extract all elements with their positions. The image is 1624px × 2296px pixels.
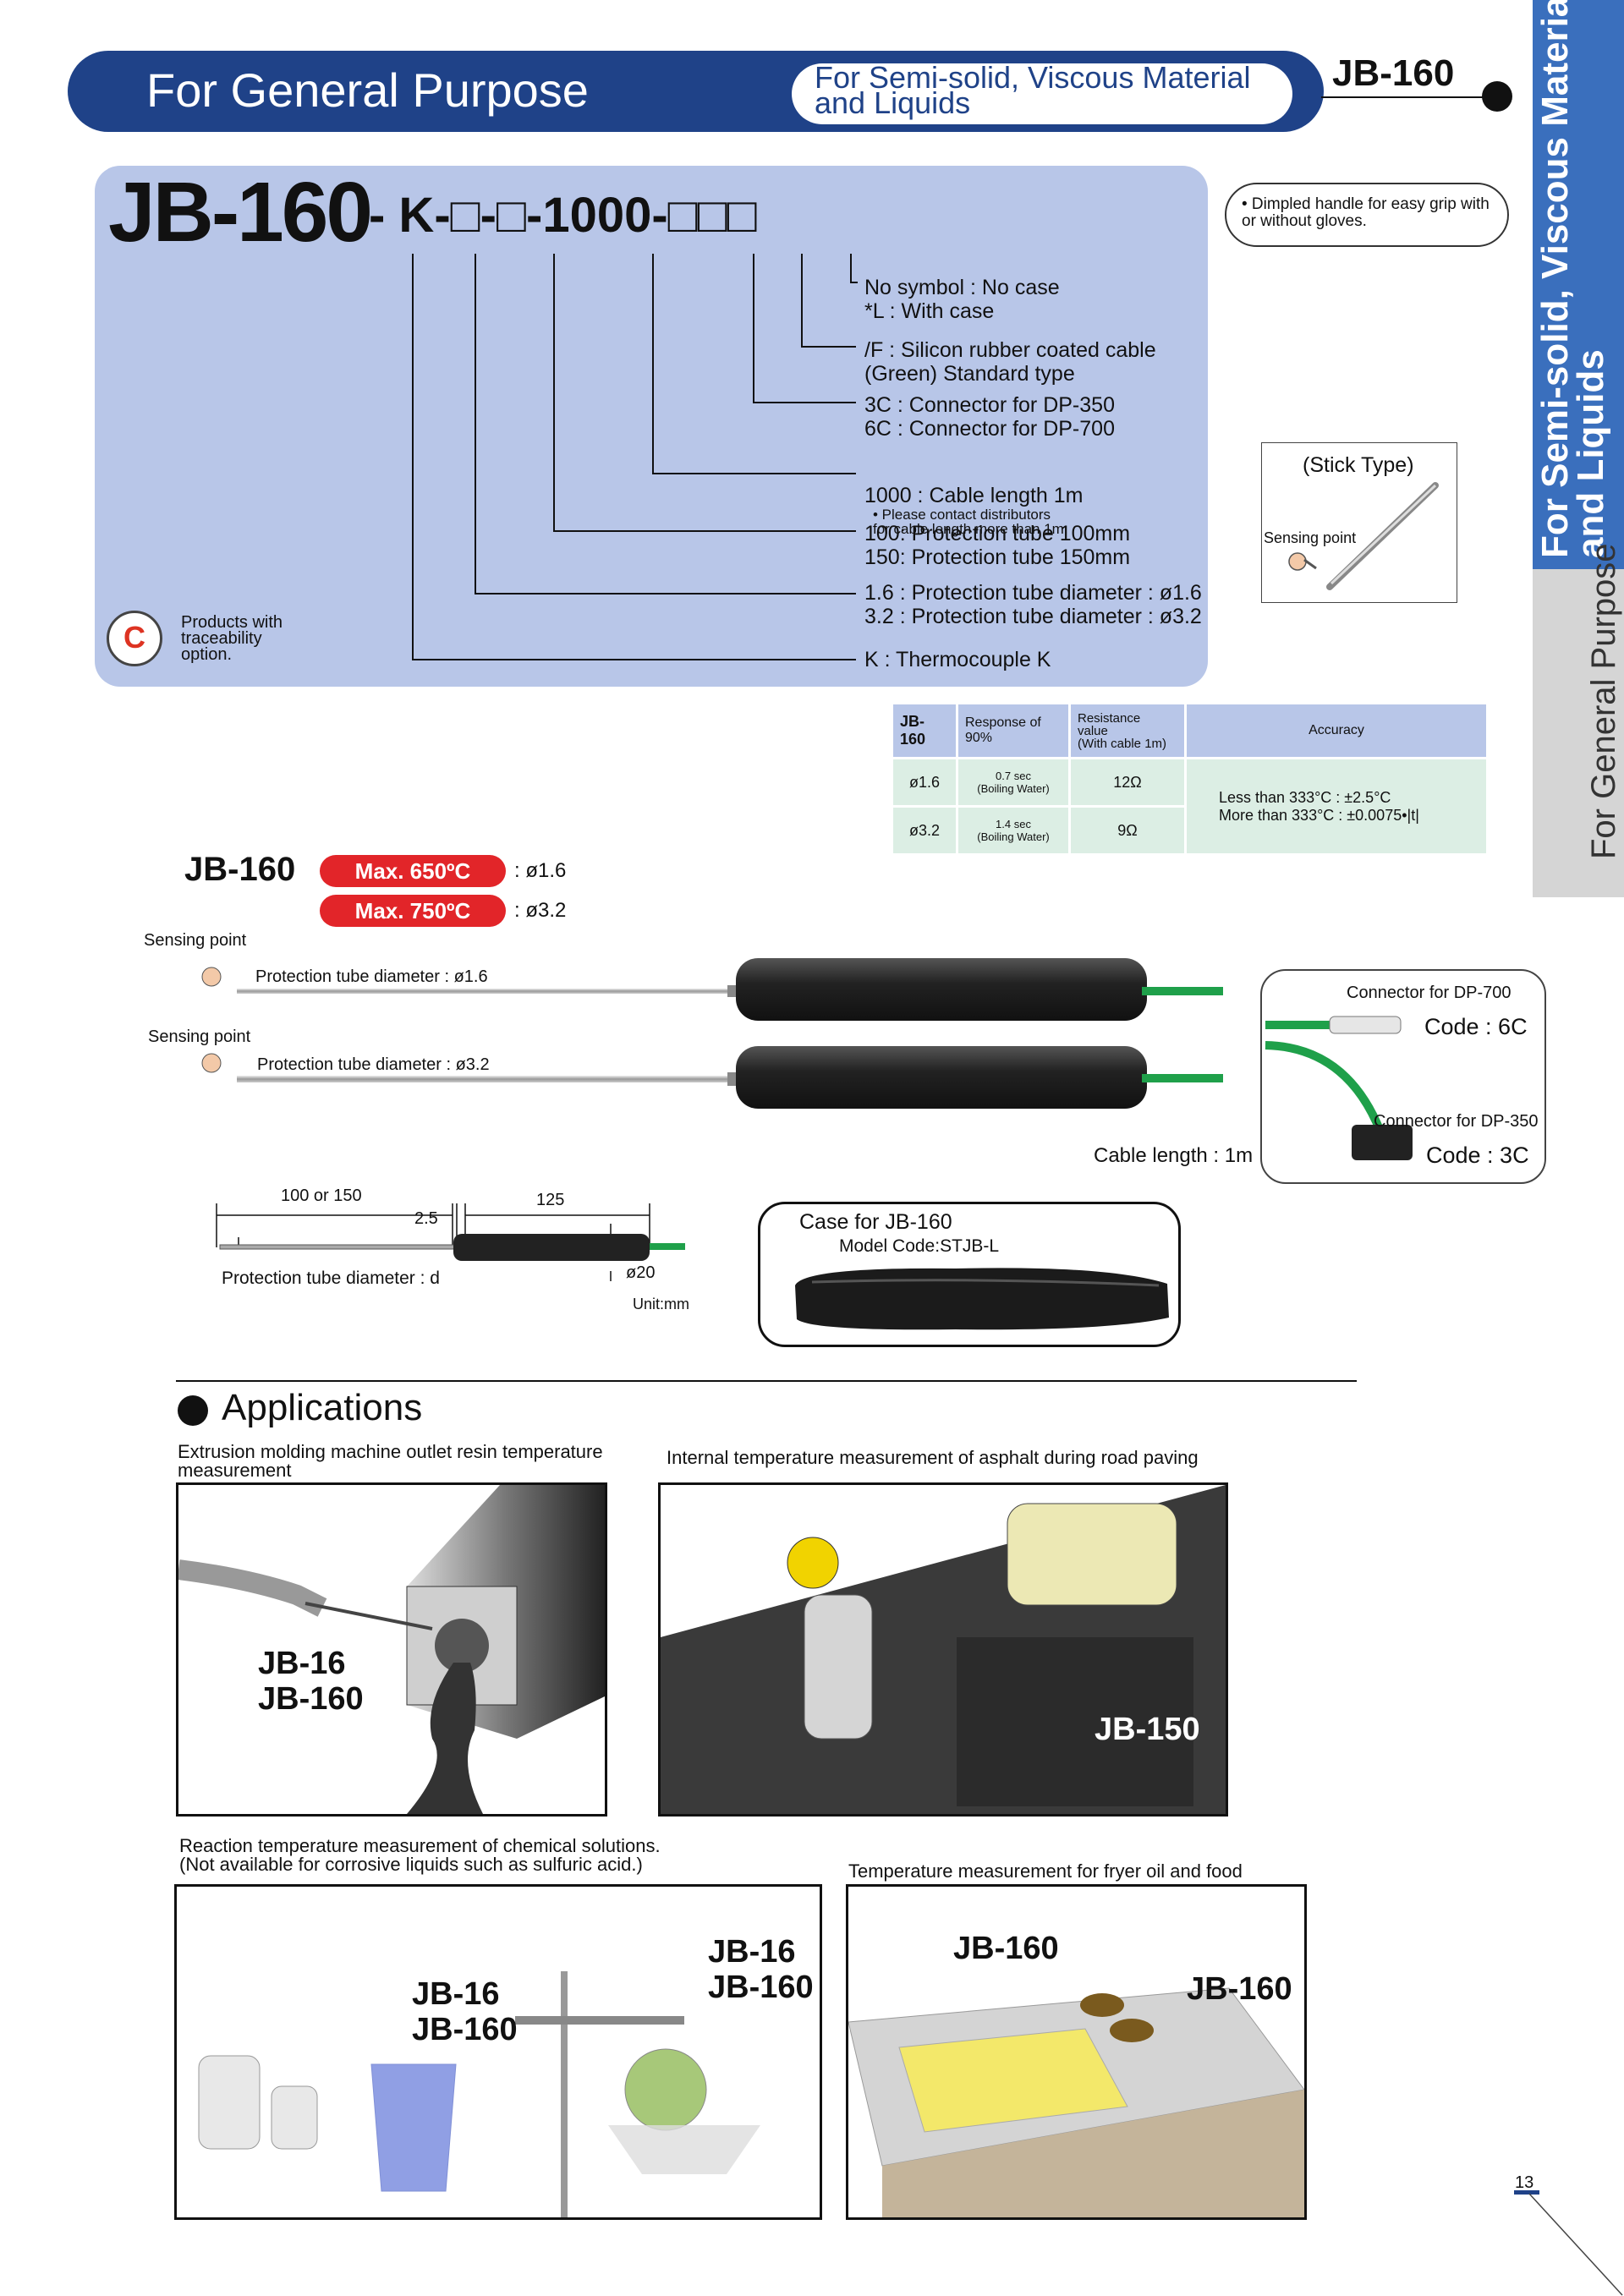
probe-2 [201, 1046, 1223, 1109]
stick-type-label: (Stick Type) [1303, 453, 1414, 477]
option-cable-length: 1000 : Cable length 1m • Please contact … [864, 460, 1084, 560]
app-image-fryer: JB-160 JB-160 [846, 1884, 1307, 2220]
connector-code-3c: Code : 3C [1426, 1143, 1529, 1168]
product-model: JB-160 [184, 851, 296, 888]
feature-note: • Dimpled handle for easy grip with or w… [1225, 183, 1509, 247]
spec-table: JB-160 Response of 90% Resistance value … [891, 702, 1489, 856]
model-code-base: JB-160 [108, 165, 373, 260]
app-image-chemical: JB-16 JB-160 JB-16 JB-160 [174, 1884, 822, 2220]
sensing-point-label: Sensing point [148, 1027, 251, 1046]
dimension-handle-length: 125 [536, 1191, 565, 1209]
page-title: For General Purpose [146, 63, 589, 117]
case-model-code: Model Code:STJB-L [839, 1236, 1000, 1256]
table-cell-response: 1.4 sec (Boiling Water) [958, 808, 1068, 853]
applications-title: Applications [222, 1387, 423, 1428]
chemical-illustration [198, 1971, 760, 2217]
side-tab-general-label: For General Purpose [1585, 543, 1622, 859]
side-tab-general[interactable] [1533, 569, 1624, 897]
table-cell-response: 0.7 sec (Boiling Water) [958, 759, 1068, 805]
table-row: ø3.2 1.4 sec (Boiling Water) 9Ω [893, 808, 1486, 853]
table-cell-resistance: 9Ω [1071, 808, 1184, 853]
option-cable-length-text: 1000 : Cable length 1m [864, 484, 1084, 507]
table-header-accuracy: Accuracy [1187, 704, 1486, 757]
table-row: ø1.6 0.7 sec (Boiling Water) 12Ω Less th… [893, 759, 1486, 853]
option-cable-length-note: • Please contact distributors for cable … [873, 507, 1068, 537]
app-caption-chemical: Reaction temperature measurement of chem… [179, 1835, 661, 1875]
applications-bullet-icon [178, 1395, 208, 1426]
table-header-model: JB-160 [893, 704, 956, 757]
case-title: Case for JB-160 [799, 1210, 952, 1234]
page-number: 13 [1515, 2173, 1534, 2192]
fryer-illustration [848, 1987, 1304, 2217]
tag-underline [1321, 96, 1490, 98]
table-header-row: JB-160 Response of 90% Resistance value … [893, 704, 1486, 757]
side-tab-semisolid[interactable] [1533, 0, 1624, 569]
app-label: JB-150 [1095, 1712, 1200, 1747]
case-image [795, 1268, 1169, 1330]
connector-illustration [1265, 1016, 1413, 1160]
tag-bullet-icon [1482, 81, 1512, 112]
app-caption-extrusion: Extrusion molding machine outlet resin t… [178, 1441, 603, 1481]
max-temp-size: : ø1.6 [514, 859, 567, 882]
dimension-diameter-label: Protection tube diameter : d [222, 1269, 440, 1288]
dimension-handle-diameter: ø20 [626, 1263, 656, 1282]
dimension-drawing [216, 1203, 685, 1281]
app-label: JB-16 JB-160 [708, 1934, 814, 2005]
table-cell-accuracy: Less than 333°C : ±2.5°C More than 333°C… [1187, 759, 1486, 853]
stick-sensing-label: Sensing point [1264, 529, 1357, 546]
table-cell-size: ø1.6 [893, 759, 956, 805]
option-tube-length: 100: Protection tube 100mm 150: Protecti… [864, 522, 1131, 569]
side-tab-semisolid-label: For Semi-solid, Viscous Material and Liq… [1534, 0, 1611, 558]
max-temp-badge: Max. 650ºC [320, 855, 506, 887]
model-tag: JB-160 [1332, 52, 1455, 94]
traceability-text: Products with traceability option. [181, 613, 283, 664]
table-cell-resistance: 12Ω [1071, 759, 1184, 805]
asphalt-illustration [661, 1485, 1226, 1814]
option-connector: 3C : Connector for DP-350 6C : Connector… [864, 393, 1115, 441]
stick-probe-icon [1288, 482, 1439, 590]
page-corner-line [1514, 2190, 1623, 2296]
probe-label: Protection tube diameter : ø3.2 [257, 1055, 490, 1074]
case-box [758, 1202, 1181, 1347]
app-label: JB-16 JB-160 [412, 1976, 518, 2047]
model-code-suffix: - K-□-□-1000-□□□ [369, 188, 757, 243]
app-image-extrusion: JB-16 JB-160 [176, 1482, 607, 1817]
connector-code-6c: Code : 6C [1424, 1014, 1528, 1039]
connector-dp350-label: Connector for DP-350 [1374, 1112, 1539, 1131]
option-thermocouple: K : Thermocouple K [864, 648, 1051, 671]
model-code-panel [95, 166, 1208, 687]
applications-rule [176, 1380, 1357, 1382]
table-header-resistance: Resistance value (With cable 1m) [1071, 704, 1184, 757]
extrusion-illustration [178, 1485, 605, 1814]
max-temp-badge: Max. 750ºC [320, 895, 506, 927]
dimension-length: 100 or 150 [281, 1186, 362, 1205]
app-caption-asphalt: Internal temperature measurement of asph… [667, 1447, 1199, 1468]
max-temp-size: : ø3.2 [514, 899, 567, 922]
model-code-leader-lines [412, 254, 858, 660]
app-label: JB-160 [953, 1931, 1059, 1966]
option-cable: /F : Silicon rubber coated cable (Green)… [864, 338, 1156, 386]
traceability-icon: C [107, 611, 162, 666]
app-image-asphalt: JB-150 [658, 1482, 1228, 1817]
app-label: JB-160 [1187, 1971, 1292, 2007]
dimension-unit: Unit:mm [633, 1296, 689, 1312]
probe-1 [201, 958, 1223, 1021]
stick-type-box: (Stick Type) Sensing point [1261, 442, 1457, 603]
page-subtitle: For Semi-solid, Viscous Material and Liq… [815, 60, 1251, 120]
probe-photos [201, 958, 1223, 1109]
option-tube-diameter: 1.6 : Protection tube diameter : ø1.6 3.… [864, 581, 1202, 628]
probe-label: Protection tube diameter : ø1.6 [255, 967, 488, 986]
option-case: No symbol : No case *L : With case [864, 276, 1060, 323]
subtitle-pill [792, 63, 1292, 124]
table-header-response: Response of 90% [958, 704, 1068, 757]
cable-length-label: Cable length : 1m [1094, 1144, 1254, 1167]
app-caption-fryer: Temperature measurement for fryer oil an… [848, 1860, 1243, 1882]
app-label: JB-16 JB-160 [258, 1646, 364, 1717]
sensing-point-label: Sensing point [144, 931, 247, 950]
connector-dp700-label: Connector for DP-700 [1347, 984, 1512, 1002]
table-cell-size: ø3.2 [893, 808, 956, 853]
dimension-gap: 2.5 [414, 1209, 438, 1228]
